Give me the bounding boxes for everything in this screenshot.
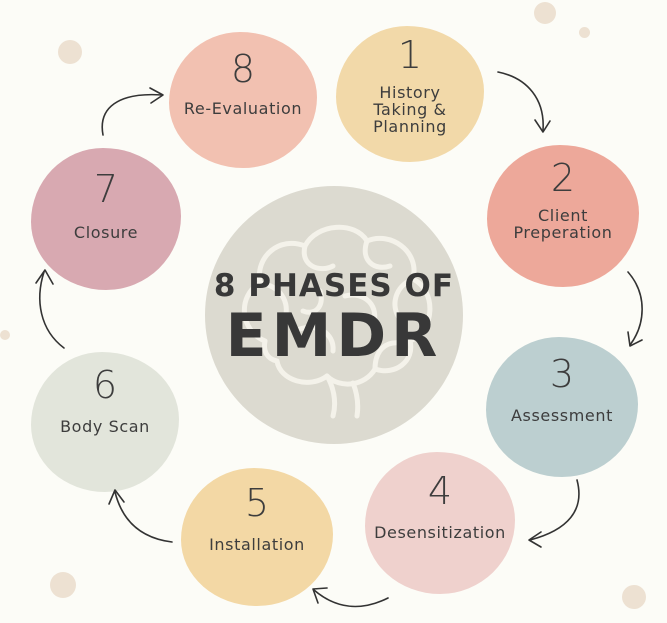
phase-label: Installation [209,535,305,554]
phase-2-client-preparation: 2 Client Preperation [487,145,639,287]
phase-number: 1 [397,33,423,77]
phase-number: 8 [230,47,256,91]
decorative-dot [534,2,556,24]
phase-number: 5 [244,481,270,525]
decorative-dot [579,27,590,38]
phase-number: 2 [550,156,576,200]
curved-arrow-icon [528,479,580,548]
curved-arrow-icon [108,489,173,543]
phase-label: Closure [73,223,139,242]
phase-label: Desensitization [374,523,506,542]
phase-1-history-taking: 1 History Taking & Planning [336,26,484,162]
curved-arrow-icon [312,587,389,608]
phase-label: Assessment [511,406,613,425]
decorative-dot [58,40,82,64]
curved-arrow-icon [101,87,164,136]
phase-6-body-scan: 6 Body Scan [31,352,179,492]
phase-7-closure: 7 Closure [31,148,181,290]
phase-5-installation: 5 Installation [181,468,333,606]
decorative-dot [622,585,646,609]
curved-arrow-icon [35,269,65,349]
title-line-2: EMDR [225,301,443,371]
decorative-dot [0,330,10,340]
phase-number: 3 [549,352,575,396]
curved-arrow-icon [627,271,643,347]
curved-arrow-icon [497,71,551,133]
phase-number: 4 [427,469,453,513]
phase-4-desensitization: 4 Desensitization [365,452,515,594]
center-circle: 8 PHASES OF EMDR [205,186,463,444]
phase-number: 7 [93,167,119,211]
phase-3-assessment: 3 Assessment [486,337,638,477]
phase-8-re-evaluation: 8 Re-Evaluation [169,32,317,168]
phase-label: Body Scan [60,417,150,436]
phase-label: Re-Evaluation [183,99,303,118]
brain-icon [242,224,433,419]
phase-number: 6 [92,363,118,407]
decorative-dot [50,572,76,598]
phase-label: History Taking & Planning [373,83,447,136]
phase-label: Client Preperation [513,206,613,242]
title-line-1: 8 PHASES OF [213,268,455,304]
